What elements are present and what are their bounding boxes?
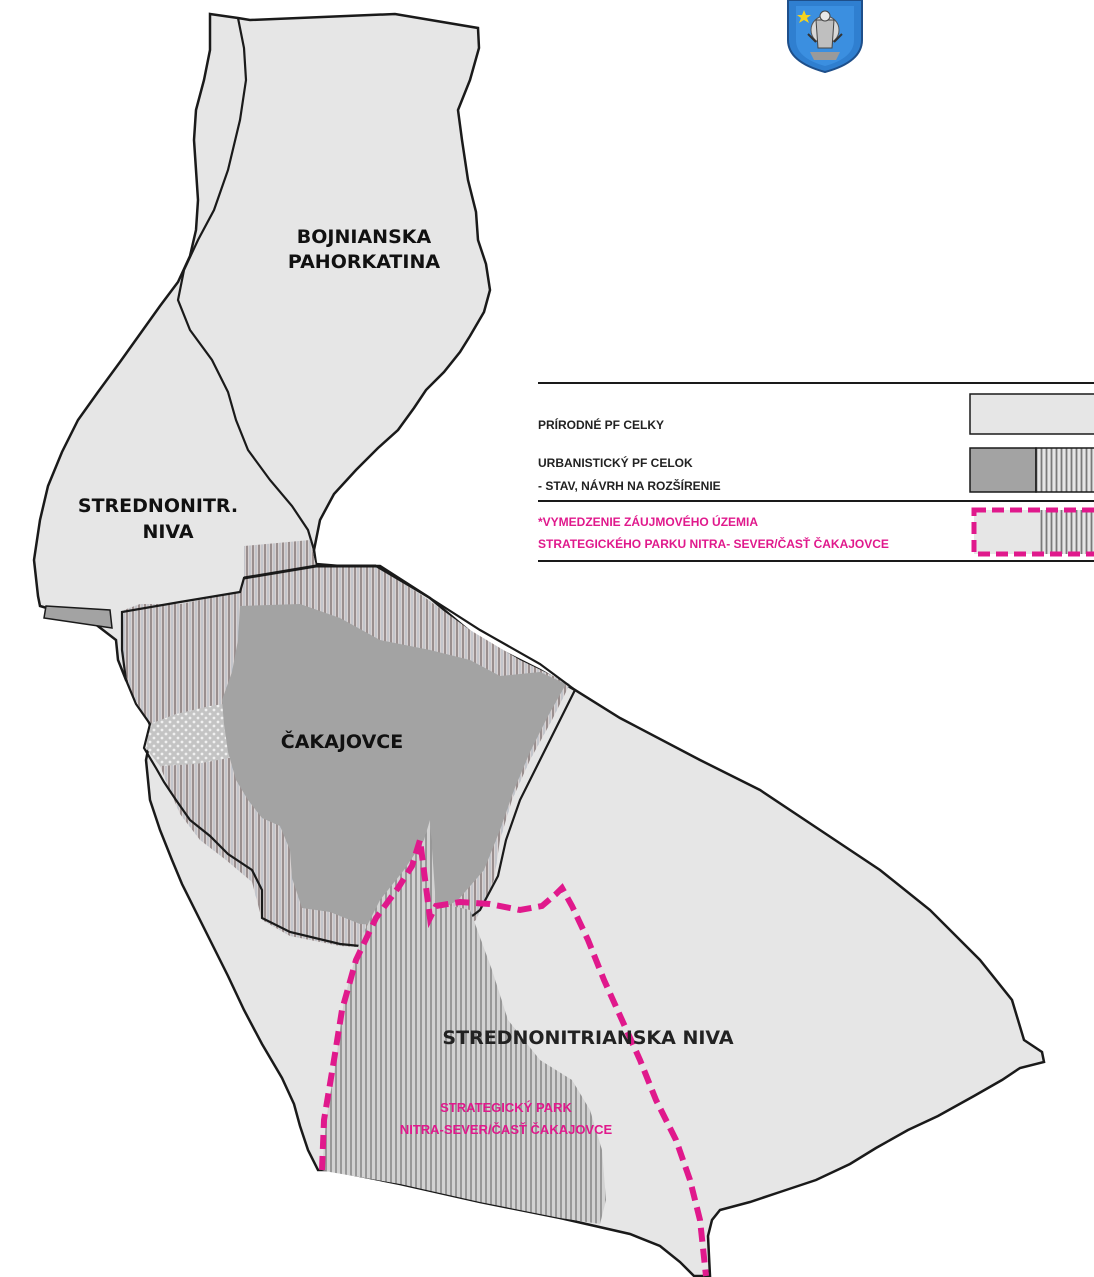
legend-zone-hatch-swatch [1040, 510, 1094, 554]
legend-natural-swatch [969, 393, 1094, 435]
legend-urban-label-1: URBANISTICKÝ PF CELOK [538, 455, 693, 470]
legend-urban-hatch-swatch [1035, 447, 1094, 493]
territory-outline [32, 12, 1046, 1277]
label-pahorkatina: PAHORKATINA [288, 251, 440, 273]
label-strednonitrianska-niva: STREDNONITRIANSKA NIVA [442, 1027, 733, 1049]
legend-urban-label-2: - STAV, NÁVRH NA ROZŠÍRENIE [538, 478, 721, 493]
strategic-zone-boundary [319, 839, 709, 1277]
label-bojnianska: BOJNIANSKA [297, 226, 432, 248]
urban-core-area [222, 604, 566, 926]
legend-zone-label-2: STRATEGICKÉHO PARKU NITRA- SEVER/ČASŤ ČA… [538, 536, 889, 551]
legend-natural-label: PRÍRODNÉ PF CELKY [538, 417, 664, 432]
label-niva: NIVA [142, 521, 193, 543]
urban-north-edge [243, 564, 376, 580]
label-park-line2: NITRA-SEVER/ČASŤ ČAKAJOVCE [400, 1122, 613, 1137]
urban-west-strip [43, 605, 113, 629]
label-strednonitr: STREDNONITR. [78, 495, 238, 517]
legend-urban-swatch [969, 447, 1037, 493]
boundary-line-river [176, 17, 316, 551]
legend-zone-fill-swatch [974, 510, 1040, 554]
coat-of-arms-icon [787, 0, 863, 74]
legend-zone-dash-swatch [971, 507, 1094, 557]
legend-zone-label-1: *VYMEDZENIE ZÁUJMOVÉHO ÚZEMIA [538, 514, 758, 529]
legend: PRÍRODNÉ PF CELKY URBANISTICKÝ PF CELOK … [538, 382, 1094, 562]
label-park-line1: STRATEGICKÝ PARK [440, 1100, 572, 1115]
strategic-park-area [322, 820, 606, 1224]
label-cakajovce: ČAKAJOVCE [281, 729, 403, 753]
